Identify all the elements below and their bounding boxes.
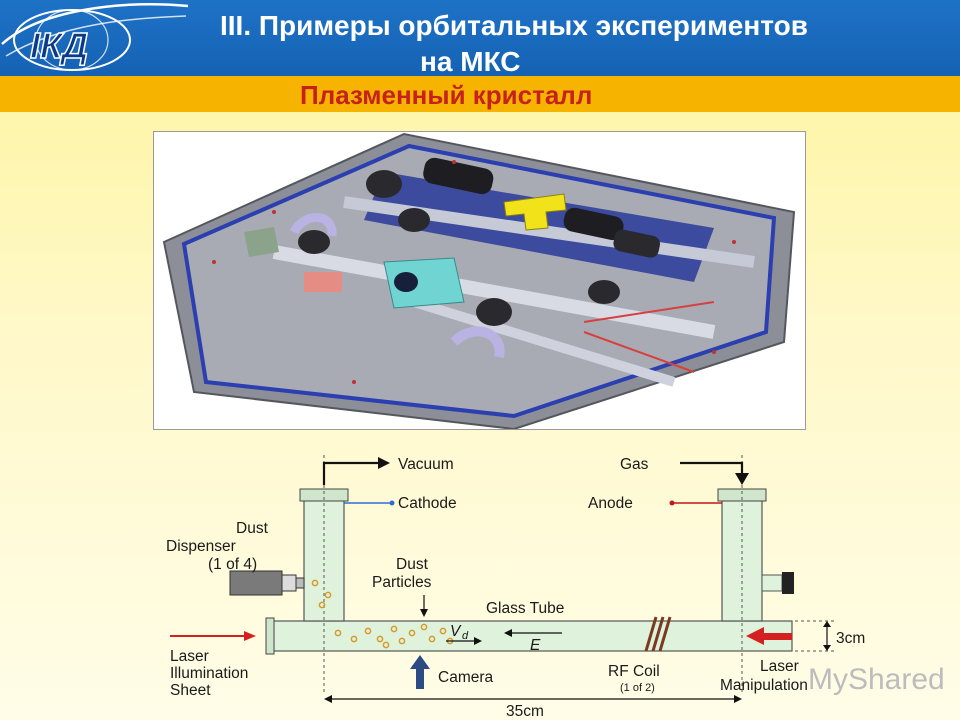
camera-arrow-icon [410, 655, 430, 689]
label-dust-dispenser-1: Dust [236, 520, 269, 537]
subheader-bar [0, 76, 960, 112]
watermark: MyShared [808, 663, 945, 696]
logo-text: ІКД [30, 25, 88, 66]
label-camera: Camera [438, 669, 494, 686]
dust-particles [311, 579, 454, 649]
label-gas: Gas [620, 456, 649, 473]
header-bar [0, 0, 960, 76]
label-vacuum: Vacuum [398, 456, 454, 473]
title-line-1: III. Примеры орбитальных экспериментов [220, 10, 808, 41]
logo: ІКД [1, 3, 189, 71]
label-rf-coil-1: RF Coil [608, 663, 660, 680]
apparatus-photo [153, 131, 806, 431]
label-rf-coil-2: (1 of 2) [620, 682, 655, 694]
vacuum-arrow-icon [322, 461, 378, 485]
rf-coil-icon [644, 616, 672, 652]
plasma-chamber-diagram: Vacuum Gas Cathode Anode Dust Dispenser … [166, 455, 945, 720]
label-laser-manip-1: Laser [760, 658, 799, 675]
page-title: III. Примеры орбитальных экспериментов н… [200, 6, 960, 77]
label-e-field: E [530, 637, 541, 654]
label-dust-dispenser-3: (1 of 4) [208, 556, 257, 573]
label-laser-illum-1: Laser [170, 648, 209, 665]
label-laser-illum-2: Illumination [170, 665, 248, 682]
dust-dispenser-icon [229, 570, 283, 596]
gas-arrow-icon [680, 461, 744, 475]
label-laser-illum-3: Sheet [170, 682, 211, 699]
label-dust-dispenser-2: Dispenser [166, 538, 236, 555]
label-anode: Anode [588, 495, 633, 512]
label-dust-particles-2: Particles [372, 574, 432, 591]
label-vd-sub: d [462, 630, 469, 642]
title-line-2: на МКС [420, 46, 521, 77]
apparatus-render-icon [154, 132, 805, 431]
label-glass-tube: Glass Tube [486, 600, 564, 617]
label-laser-manip-2: Manipulation [720, 677, 808, 694]
glass-tube [269, 620, 793, 652]
label-vd: V [450, 623, 462, 640]
laser-right-arrow [762, 633, 792, 640]
label-length: 35cm [506, 703, 544, 720]
label-height: 3cm [836, 630, 865, 647]
label-dust-particles-1: Dust [396, 556, 429, 573]
section-title: Плазменный кристалл [300, 80, 593, 110]
label-cathode: Cathode [398, 495, 457, 512]
